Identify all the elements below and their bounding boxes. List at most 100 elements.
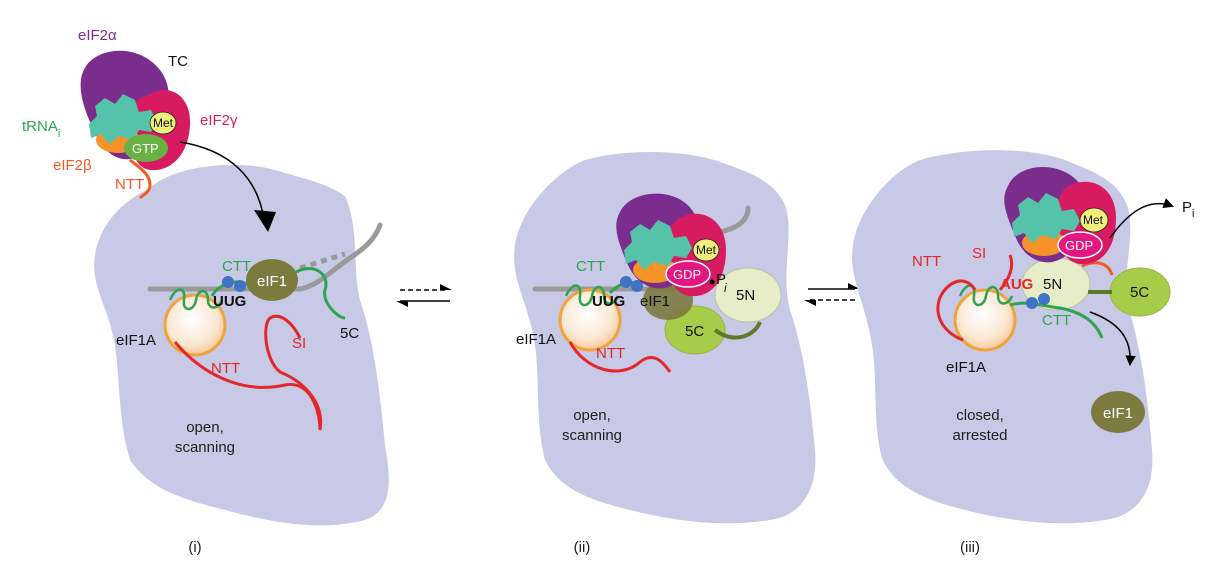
panel-label-iii: (iii) [960,539,980,556]
codon-label-i: UUG [213,293,246,310]
gdp-label-iii: GDP [1065,238,1093,253]
eif1-release-arrow [1089,311,1136,367]
pi-label-ii-sub: i [724,281,727,295]
trna-label: tRNAi [22,118,60,140]
eif1a-i [163,293,227,357]
eif1a-iii [953,288,1017,352]
blue-dot-iii-1 [1026,297,1038,309]
ntt-tail-i [173,314,323,431]
pi-label-ii-text: P [716,271,726,288]
eif5c-tail-iii [1081,261,1114,276]
eif1a-label-i: eIF1A [116,332,156,349]
five-n-label-iii: 5N [1043,276,1062,293]
panel-ii: CTT UUG eIF1 eIF1A NTT Met GDP Pi 5N 5C … [514,152,816,556]
eif5-linker-ii [713,321,762,340]
eif1-i [246,259,298,301]
state-line1-ii: open, [573,407,611,424]
ctt-tail-iii [1009,301,1104,339]
trna-i [89,94,157,144]
pi-label-iii-text: P [1182,199,1192,216]
pi-label-ii: Pi [716,271,727,295]
codon-label-ii: UUG [592,293,625,310]
codon-label-iii: AUG [1000,276,1033,293]
eif1a-label-ii: eIF1A [516,331,556,348]
si-label-i: SI [292,335,306,352]
eq-back-head-1 [396,301,408,307]
eif1-label-i: eIF1 [257,273,287,290]
pi-label-iii: Pi [1182,199,1194,220]
panel-i: CTT UUG eIF1 eIF1A NTT SI 5C open, scann… [94,164,389,556]
trna-label-text: tRNA [22,118,58,135]
ntt-label-i: NTT [211,360,240,377]
eif5n-ii [714,267,782,323]
state-line2-ii: scanning [562,427,622,444]
blue-dot-i-1 [222,276,234,288]
state-line1-i: open, [186,419,224,436]
met-iii [1079,207,1109,233]
ctt-label-i: CTT [222,258,251,275]
eif1-label-ii: eIF1 [640,293,670,310]
blue-dot-i-2 [234,280,246,292]
five-c-label-ii: 5C [685,323,704,340]
ternary-complex-i: eIF2α TC eIF2γ tRNAi eIF2β NTT Met GTP [22,27,276,232]
si-label-iii: SI [972,245,986,262]
state-line2-iii: arrested [952,427,1007,444]
gdp-iii [1057,231,1103,259]
ntt-tc-label: NTT [115,176,144,193]
ntt-tail-ii [568,341,672,373]
eif1-released-iii [1091,391,1145,433]
gdp-label-ii: GDP [673,267,701,282]
eif2g-label: eIF2γ [200,112,238,129]
ntt-tail-iii [936,254,1014,342]
ribosome-40s-ii [514,152,816,524]
gdp-ii [665,260,711,288]
eif1-tail-i [295,266,346,320]
pi-label-iii-sub: i [1192,208,1194,220]
trna-ii [624,220,692,270]
equilibrium-i-ii [396,284,452,307]
blue-dot-ii-2 [631,280,643,292]
panel-label-ii: (ii) [574,539,591,556]
ntt-label-iii: NTT [912,253,941,270]
eif1a-label-iii: eIF1A [946,359,986,376]
met-label-i: Met [153,116,174,130]
met-ii [692,238,720,262]
eif2a-label: eIF2α [78,27,117,44]
mrna-dashed-i [299,251,346,271]
eif1a-coil-i [168,288,224,311]
eif1a-coil-ii [564,284,620,307]
eif1a-ii [558,288,622,352]
mrna-top-ii [717,205,751,235]
blue-dot-ii-1 [620,276,632,288]
state-line2-i: scanning [175,439,235,456]
ntt-label-ii: NTT [596,345,625,362]
eq-forward-head-1 [440,284,452,290]
panel-iii: NTT SI AUG CTT eIF1A Met GDP Pi 5N 5C eI… [852,150,1194,556]
eq-forward-head-2 [848,283,860,289]
eif5c-ii [664,305,726,355]
ctt-label-iii: CTT [1042,312,1071,329]
equilibrium-ii-iii [804,283,860,306]
pi-release-arrow [1109,198,1174,239]
trna-iii [1012,193,1080,243]
ctt-label-ii: CTT [576,258,605,275]
met-label-ii: Met [696,243,717,257]
eq-back-head-2 [804,300,816,306]
ntt-tc-tail-i [129,158,152,200]
tc-binding-arrow [179,141,265,221]
met-i [149,111,177,135]
five-n-label-ii: 5N [736,287,755,304]
gtp-i [124,134,168,162]
five-c-label-iii: 5C [1130,284,1149,301]
ribosome-40s-i [94,164,389,526]
eif1-label-iii: eIF1 [1103,405,1133,422]
tc-label: TC [168,53,188,70]
eif2b-label: eIF2β [53,157,92,174]
gtp-label: GTP [132,141,159,156]
tc-binding-arrowhead [254,210,276,232]
panel-label-i: (i) [188,539,201,556]
blue-dot-iii-2 [1038,293,1050,305]
met-label-iii: Met [1083,213,1104,227]
state-line1-iii: closed, [956,407,1004,424]
